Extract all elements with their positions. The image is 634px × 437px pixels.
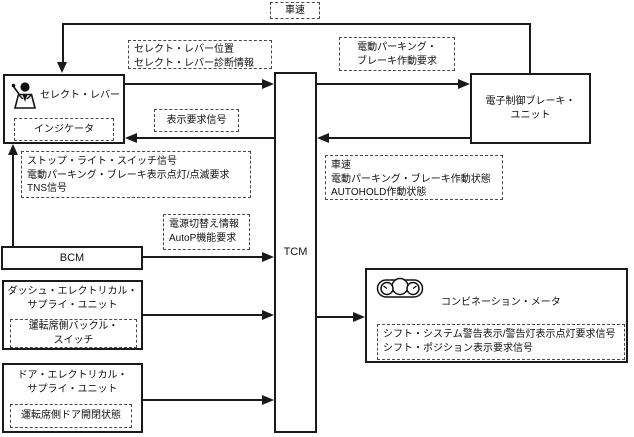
- node-label-line: ダッシュ・エレクトリカル・: [7, 286, 138, 297]
- node-bcm: BCM: [1, 246, 143, 270]
- arrowhead-into-select-lever-bottom: [8, 144, 18, 155]
- node-label-line: サプライ・ユニット: [27, 299, 118, 311]
- line-vehicle-speed-top: [63, 23, 531, 25]
- signal-label-line: ブレーキ作動要求: [357, 55, 437, 67]
- signal-label-line: ストップ・ライト・スイッチ信号: [27, 156, 177, 167]
- buckle-switch-sub-box: 運転席側バックル・ スイッチ: [10, 319, 137, 348]
- node-dash-supply-unit: ダッシュ・エレクトリカル・ サプライ・ユニット 運転席側バックル・ スイッチ: [2, 280, 143, 350]
- arrowhead-into-select-lever-top: [57, 62, 67, 73]
- arrowhead-into-tcm-left-1: [262, 79, 274, 89]
- arrowhead-into-tcm-left-2: [262, 252, 274, 262]
- signal-label-line: セレクト・レバー診断情報: [134, 57, 254, 69]
- signal-label-line: 電動パーキング・ブレーキ作動状態: [331, 173, 491, 185]
- signal-label-text: 車速: [285, 4, 305, 16]
- line-door-unit-to-tcm: [143, 399, 262, 401]
- line-vehicle-speed-left-drop: [62, 23, 64, 63]
- signal-label-display-request: 表示要求信号: [154, 109, 239, 132]
- signal-label-select-lever-position: セレクト・レバー位置 セレクト・レバー診断情報: [128, 40, 272, 69]
- line-brake-unit-to-tcm: [329, 137, 470, 139]
- sub-box-line: スイッチ: [53, 334, 94, 346]
- arrowhead-into-brake-unit: [458, 79, 470, 89]
- signal-label-line: TNS信号: [27, 183, 67, 194]
- node-label: BCM: [59, 251, 85, 264]
- door-state-sub-box: 運転席側ドア開閉状態: [10, 404, 132, 428]
- signal-label-power-mode: 電源切替え情報 AutoP機能要求: [163, 214, 250, 250]
- signal-label-line: 電動パーキング・: [357, 42, 437, 53]
- node-label-line: 電子制御ブレーキ・: [485, 96, 576, 107]
- signal-label-line: 電源切替え情報: [169, 219, 239, 230]
- line-bcm-to-select-lever: [12, 155, 14, 246]
- signal-label-line: セレクト・レバー位置: [134, 44, 234, 55]
- line-select-lever-to-tcm: [125, 83, 263, 85]
- meter-cluster-icon: [376, 274, 424, 301]
- node-door-supply-unit: ドア・エレクトリカル・ サプライ・ユニット 運転席側ドア開閉状態: [2, 363, 143, 433]
- node-label-line: サプライ・ユニット: [27, 383, 118, 395]
- line-bcm-to-tcm: [143, 256, 262, 258]
- signal-label-text: 表示要求信号: [166, 114, 227, 126]
- node-label: コンビネーション・メータ: [441, 297, 561, 308]
- node-label: セレクト・レバー: [40, 90, 120, 101]
- signal-label-line: 電動パーキング・ブレーキ表示点灯/点滅要求: [27, 169, 230, 181]
- node-label-line: ユニット: [510, 109, 551, 121]
- sub-box-line: シフト・システム警告表示/警告灯表示点灯要求信号: [383, 329, 616, 340]
- arrowhead-into-combination-meter: [353, 312, 365, 322]
- signal-label-epb-request: 電動パーキング・ ブレーキ作動要求: [339, 37, 455, 71]
- arrowhead-into-tcm-right: [317, 133, 329, 143]
- node-combination-meter: コンビネーション・メータ シフト・システム警告表示/警告灯表示点灯要求信号 シフ…: [365, 268, 628, 363]
- node-brake-unit: 電子制御ブレーキ・ ユニット: [470, 73, 591, 144]
- arrowhead-into-tcm-left-4: [262, 395, 274, 405]
- signal-label-bcm-signals: ストップ・ライト・スイッチ信号 電動パーキング・ブレーキ表示点灯/点滅要求 TN…: [21, 151, 251, 198]
- sub-box-line: シフト・ポジション表示要求信号: [383, 342, 533, 354]
- node-tcm: TCM: [274, 72, 317, 433]
- line-tcm-to-brake-unit: [317, 83, 459, 85]
- signal-label-line: AutoP機能要求: [169, 232, 237, 244]
- signal-label-line: 車速: [331, 160, 351, 171]
- line-dash-unit-to-tcm: [143, 314, 262, 316]
- arrowhead-into-select-lever-right: [125, 133, 137, 143]
- indicator-sub-box: インジケータ: [14, 118, 114, 141]
- shift-display-sub-box: シフト・システム警告表示/警告灯表示点灯要求信号 シフト・ポジション表示要求信号: [377, 324, 625, 360]
- node-label-line: ドア・エレクトリカル・: [17, 370, 128, 381]
- signal-label-line: AUTOHOLD作動状態: [331, 187, 427, 198]
- line-vehicle-speed-right-drop: [529, 23, 531, 73]
- sub-box-line: 運転席側ドア開閉状態: [21, 410, 121, 422]
- indicator-label: インジケータ: [34, 123, 94, 135]
- node-select-lever: セレクト・レバー インジケータ: [3, 74, 125, 144]
- line-tcm-to-select-lever: [137, 137, 274, 139]
- line-tcm-to-combination-meter: [317, 316, 353, 318]
- signal-label-vehicle-speed: 車速: [270, 2, 320, 19]
- arrowhead-into-tcm-left-3: [262, 310, 274, 320]
- node-label: TCM: [283, 246, 308, 259]
- sub-box-line: 運転席側バックル・: [28, 321, 119, 332]
- signal-label-brake-status: 車速 電動パーキング・ブレーキ作動状態 AUTOHOLD作動状態: [325, 155, 503, 200]
- driver-icon: [11, 81, 37, 110]
